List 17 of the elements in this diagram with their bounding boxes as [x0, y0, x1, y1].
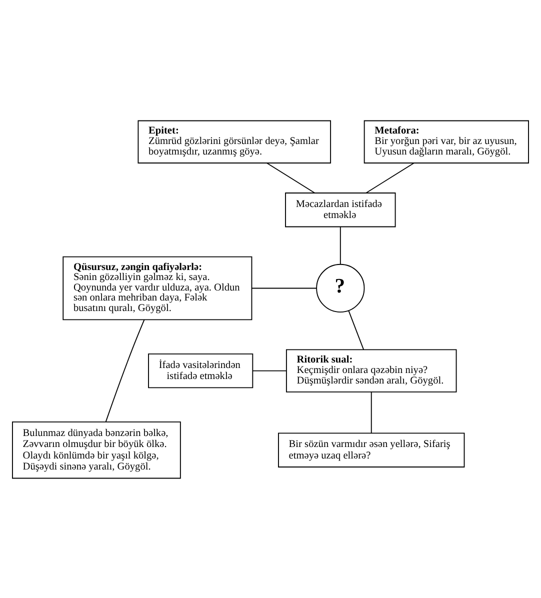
node-circle: ? [316, 263, 365, 312]
node-box: Məcazlardan istifadə etməklə [285, 192, 396, 227]
node-box: Epitet: Zümrüd gözlərini görsünlər deyə, Şamlar boyatmışdır, uzanmış göyə. [138, 120, 332, 163]
connector [252, 370, 287, 371]
connector [348, 310, 364, 350]
connector [105, 318, 145, 422]
node-box: Qüsursuz, zəngin qafiyələrlə: Sənin gözəlliyin gəlməz ki, saya. Qoynunda yer vardır ulduza, aya. Oldun sən onlara mehriban daya, Fələk busatını quralı, Göygöl. [62, 256, 252, 320]
connector [251, 287, 317, 288]
node-box: Metafora: Bir yorğun pəri var, bir az uyusun, Uyusun dağların maralı, Göygöl. [364, 120, 529, 163]
node-box: Bulunmaz dünyada bənzərin bəlkə, Zəvvarın olmuşdur bir böyük ölkə. Olaydı könlümdə bir yaşıl kölgə, Düşəydi sinənə yaralı, Göygöl. [12, 420, 181, 478]
connector [340, 226, 341, 264]
connector [366, 162, 415, 193]
connector [266, 162, 316, 193]
node-box: Bir sözün varmıdır əsən yellərə, Sifariş etməyə uzaq ellərə? [278, 432, 465, 467]
node-box: Ritorik sual: Keçmişdir onlara qəzəbin niyə? Düşmüşlərdir səndən aralı, Göygöl. [286, 348, 457, 392]
node-box: İfadə vasitələrindən istifadə etməklə [148, 352, 254, 388]
connector [370, 391, 372, 434]
